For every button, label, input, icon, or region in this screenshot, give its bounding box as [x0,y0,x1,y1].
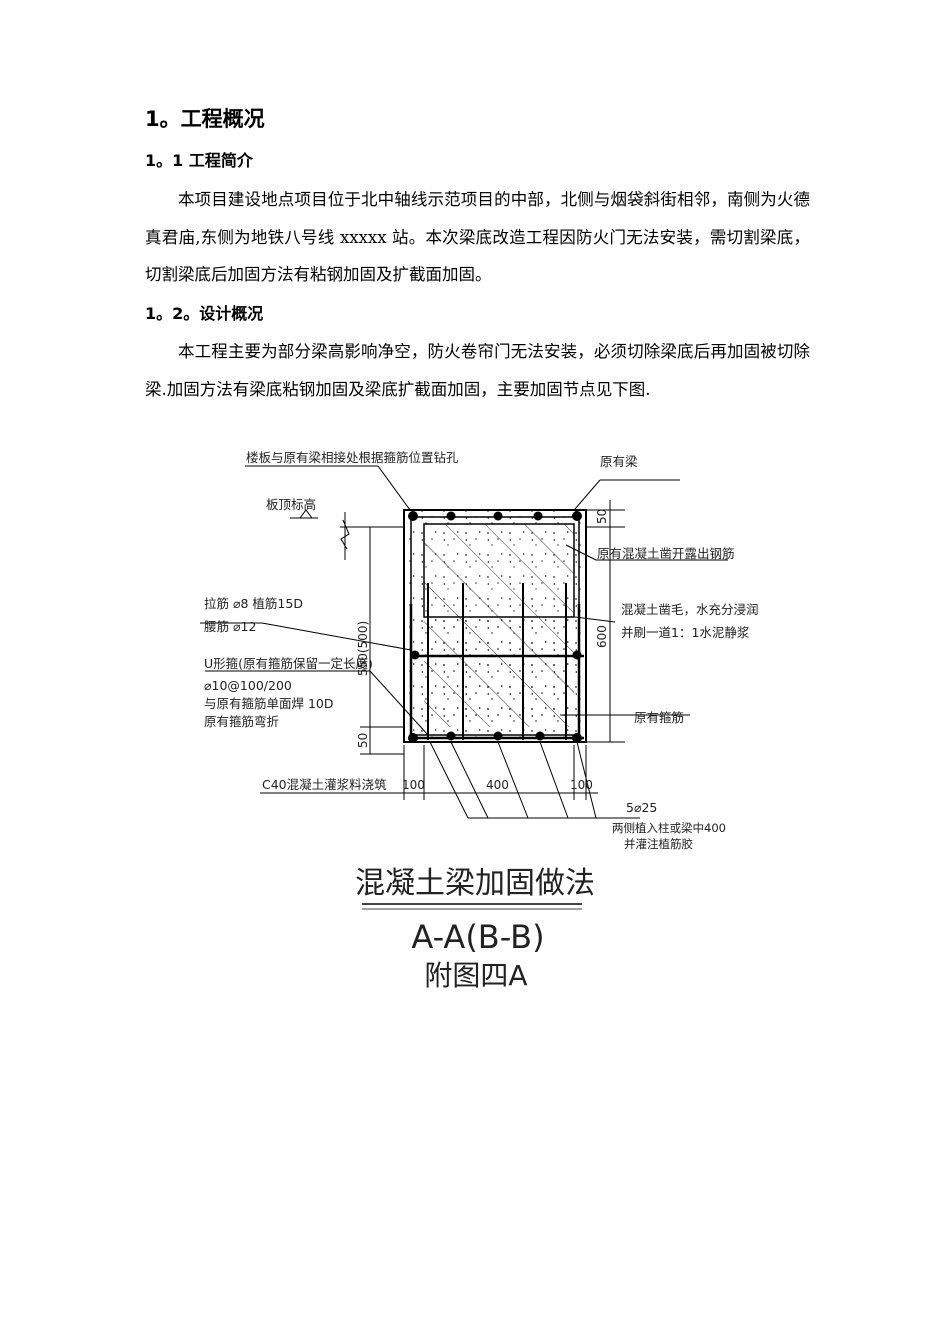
dim-top-50: 50 [595,509,609,524]
dim-bottom-50: 50 [356,733,370,748]
dim-width-left: 100 [402,778,425,792]
dim-height-550: 550(500) [356,621,370,676]
u-stirrup-label-2: ⌀10@100/200 [204,678,292,693]
drawing-title: 混凝土梁加固做法 [355,866,595,901]
waist-bar-label: 腰筋 ⌀12 [204,619,256,634]
drawing-subtitle: A-A(B-B) [411,918,544,956]
section-1-2-heading: 1。2。设计概况 [145,304,264,323]
exposed-rebar-label: 原有混凝土凿开露出钢筋 [597,546,735,561]
slab-top-label: 板顶标高 [266,497,316,512]
bottom-dimension-lines [398,745,598,800]
section-1-1-heading: 1。1 工程简介 [145,151,253,170]
tie-bar-label: 拉筋 ⌀8 植筋15D [204,596,303,611]
left-dimension-lines [290,509,404,755]
section-1-2-paragraph: 本工程主要为部分梁高影响净空，防火卷帘门无法安装，必须切除梁底后再加固被切除梁.… [145,342,810,399]
leader-lines [200,465,728,819]
beam-reinforcement-drawing: 楼板与原有梁相接处根据箍筋位置钻孔 原有梁 板顶标高 原有混凝土凿开露出钢筋 拉… [190,440,790,1000]
dim-width-right: 100 [570,778,593,792]
existing-beam-label: 原有梁 [600,454,638,469]
bottom-bars-label: 5⌀25 [626,800,657,815]
dim-height-600: 600 [595,625,609,648]
figure-number: 附图四A [424,959,527,992]
grout-label: C40混凝土灌浆料浇筑 [262,777,387,792]
drill-note-label: 楼板与原有梁相接处根据箍筋位置钻孔 [246,450,459,465]
u-stirrup-label-3: 与原有箍筋单面焊 10D [204,696,334,711]
u-stirrup-label-4: 原有箍筋弯折 [204,714,279,729]
existing-beam-core [423,523,575,727]
dim-width-mid: 400 [486,778,509,792]
section-1-1-paragraph: 本项目建设地点项目位于北中轴线示范项目的中部，北侧与烟袋斜街相邻，南侧为火德真君… [145,190,810,284]
anchor-label-1: 两侧植入柱或梁中400 [612,821,726,835]
rebar-dots [408,511,582,743]
roughen-label-2: 并刷一道1：1水泥静浆 [621,625,750,640]
existing-stirrup-label: 原有箍筋 [634,710,684,725]
u-stirrup-label-1: U形箍(原有箍筋保留一定长度) [204,656,373,671]
roughen-label-1: 混凝土凿毛，水充分浸润 [621,602,759,617]
section-1-heading: 1。工程概况 [145,107,265,131]
anchor-label-2: 并灌注植筋胶 [624,837,693,851]
